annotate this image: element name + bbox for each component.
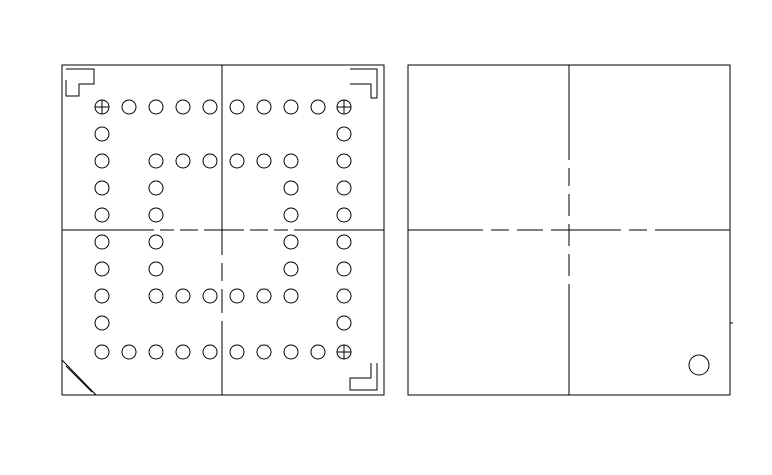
pin-pads: [94, 99, 352, 360]
inner-pin-pad: [175, 288, 191, 304]
inner-pin-pad: [202, 288, 218, 304]
inner-pin-pad: [283, 288, 299, 304]
outer-pin-pad: [229, 344, 245, 360]
outer-pin-pad: [94, 344, 110, 360]
outer-pin-pad: [256, 99, 272, 115]
inner-pin-pad: [256, 288, 272, 304]
inner-pin-pad: [229, 153, 245, 169]
inner-pin-pad: [283, 180, 299, 196]
outer-pin-pad: [94, 207, 110, 223]
inner-pin-pad: [148, 288, 164, 304]
outer-pin-pad: [94, 261, 110, 277]
outer-pin-pad: [336, 315, 352, 331]
outer-pin-pad: [336, 180, 352, 196]
outer-pin-pad: [175, 99, 191, 115]
inner-pin-pad: [256, 153, 272, 169]
outer-pin-pad: [121, 344, 137, 360]
outer-pin-pad: [310, 344, 326, 360]
outer-pin-pad: [94, 153, 110, 169]
outer-pin-pad: [336, 126, 352, 142]
outer-pin-pad: [202, 99, 218, 115]
outer-pin-pad: [148, 99, 164, 115]
outer-pin-pad: [283, 99, 299, 115]
outer-pin-pad: [94, 126, 110, 142]
outer-pin-pad: [175, 344, 191, 360]
corner-bracket-bottom-right: [349, 363, 378, 391]
inner-pin-pad: [148, 153, 164, 169]
inner-pin-pad: [148, 207, 164, 223]
outer-pin-pad: [121, 99, 137, 115]
inner-pin-pad: [202, 153, 218, 169]
outer-pin-pad: [94, 234, 110, 250]
bottom-view: [61, 64, 385, 396]
inner-pin-pad: [148, 180, 164, 196]
inner-pin-pad: [283, 207, 299, 223]
inner-pin-pad: [175, 153, 191, 169]
outer-pin-pad: [336, 261, 352, 277]
outer-pin-pad: [310, 99, 326, 115]
chamfer-bottom-left-outer: [61, 359, 97, 396]
chamfer-bottom-left-inner: [65, 365, 93, 393]
inner-pin-pad: [148, 261, 164, 277]
corner-bracket-top-right: [350, 68, 378, 99]
outer-pin-pad: [336, 207, 352, 223]
inner-pin-pad: [283, 234, 299, 250]
outer-pin-pad: [283, 344, 299, 360]
corner-bracket-top-left: [65, 68, 95, 97]
outer-pin-pad: [336, 234, 352, 250]
inner-pin-pad: [283, 153, 299, 169]
outer-pin-pad: [94, 315, 110, 331]
outer-pin-pad: [336, 153, 352, 169]
inner-pin-pad: [283, 261, 299, 277]
inner-pin-pad: [229, 288, 245, 304]
outer-pin-pad: [94, 180, 110, 196]
outer-pin-pad: [148, 344, 164, 360]
outer-pin-pad: [229, 99, 245, 115]
top-view: [407, 64, 733, 396]
outer-pin-pad: [256, 344, 272, 360]
outer-pin-pad: [336, 288, 352, 304]
outer-pin-pad: [202, 344, 218, 360]
pin-one-orientation-marker: [688, 354, 710, 376]
inner-pin-pad: [148, 234, 164, 250]
outer-pin-pad: [94, 288, 110, 304]
